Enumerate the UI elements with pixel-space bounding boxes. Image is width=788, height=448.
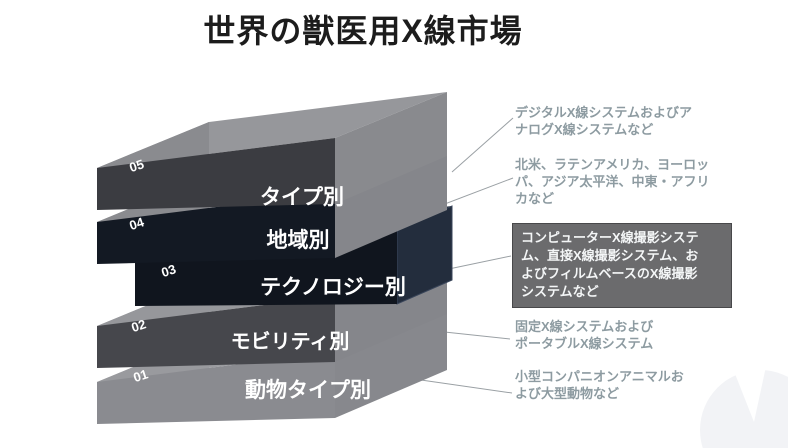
annotation-region-line-2: パ、アジア太平洋、中東・アフリ	[515, 174, 710, 189]
layer-05-number: 05	[127, 156, 145, 175]
layer-01-front-face	[97, 352, 335, 424]
layer-04-front-face	[97, 192, 335, 264]
annotation-type: デジタルX線システムおよびア ナログX線システムなど	[515, 104, 740, 138]
annotation-region-line-3: カなど	[515, 191, 555, 206]
layer-02-number: 02	[129, 316, 147, 335]
layer-03-number: 03	[159, 261, 177, 280]
annotation-type-line-2: ナログX線システムなど	[515, 122, 654, 137]
layer-03-label: テクノロジー別	[260, 276, 406, 299]
annotation-region: 北米、ラテンアメリカ、ヨーロッ パ、アジア太平洋、中東・アフリ カなど	[515, 156, 740, 207]
annotation-region-line-1: 北米、ラテンアメリカ、ヨーロッ	[515, 157, 710, 172]
layer-05-right-face	[335, 92, 447, 204]
annotation-technology-line-2: ム、直接X線撮影システム、お	[521, 248, 699, 263]
layer-04-label: 地域別	[267, 228, 330, 252]
watermark-notch	[728, 348, 770, 422]
annotation-mobility-line-1: 固定X線システムおよび	[515, 319, 654, 334]
layer-01-right-face	[335, 306, 447, 418]
layer-04-right-face	[335, 146, 447, 258]
annotation-technology-line-1: コンピューターX線撮影システ	[521, 230, 699, 245]
annotation-type-line-1: デジタルX線システムおよびア	[515, 105, 693, 120]
watermark-circle	[700, 370, 788, 448]
page-title: 世界の獣医用X線市場	[203, 13, 523, 49]
connector-line-animal-type	[406, 377, 513, 394]
layer-01-label: 動物タイプ別	[245, 378, 371, 402]
layer-05-label: タイプ別	[260, 186, 344, 209]
connector-line-type	[451, 117, 514, 173]
annotation-mobility-line-2: ポータブルX線システム	[515, 336, 654, 351]
annotation-animal-type: 小型コンパニオンアニマルお よび大型動物など	[515, 368, 740, 402]
watermark-logo	[700, 348, 788, 448]
annotation-mobility: 固定X線システムおよび ポータブルX線システム	[515, 318, 740, 352]
layer-02-front-face	[97, 296, 335, 368]
annotation-technology-line-3: よびフィルムベースのX線撮影	[521, 266, 698, 281]
layer-04-number: 04	[127, 214, 146, 233]
annotation-animal-type-line-2: よび大型動物など	[515, 386, 620, 401]
connector-line-technology	[443, 255, 512, 271]
annotation-technology-line-4: システムなど	[521, 284, 599, 299]
annotation-technology-box: コンピューターX線撮影システ ム、直接X線撮影システム、お よびフィルムベースの…	[512, 223, 732, 308]
annotation-animal-type-line-1: 小型コンパニオンアニマルお	[515, 369, 684, 384]
layer-01-number: 01	[131, 366, 149, 385]
layer-02-label: モビリティ別	[231, 330, 350, 353]
layer-05-front-face	[97, 138, 335, 210]
layer-05: 05 タイプ別	[97, 92, 447, 210]
